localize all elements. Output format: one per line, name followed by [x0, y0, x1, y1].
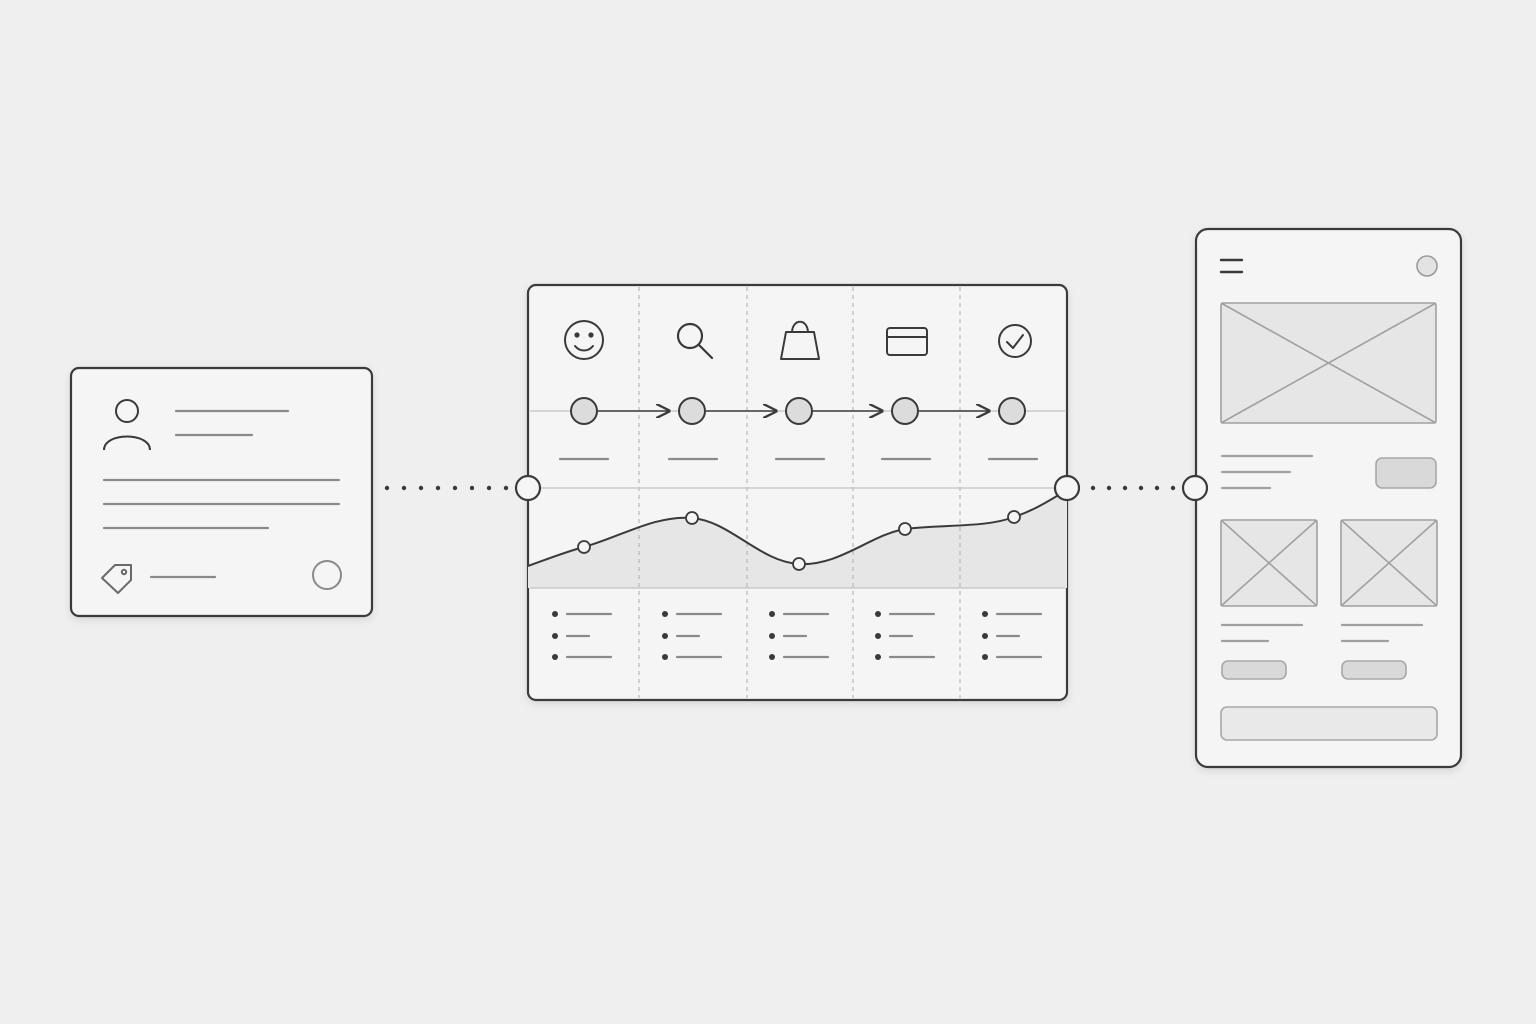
emotion-area: [528, 490, 1067, 588]
connector-left: [384, 485, 509, 491]
connector-handle-mobile[interactable]: [1181, 474, 1209, 502]
user-icon: [103, 399, 151, 451]
connector-right: [1090, 485, 1176, 491]
emotion-points: [577, 510, 1021, 571]
emotion-point: [1007, 510, 1021, 524]
product-text-lines: [1220, 623, 1424, 643]
persona-card: [69, 366, 374, 618]
stage-node: [891, 397, 919, 425]
connector-handle-right[interactable]: [1053, 474, 1081, 502]
mobile-wireframe: [1181, 227, 1463, 769]
emotion-point: [685, 511, 699, 525]
stage-node: [570, 397, 598, 425]
emotion-point: [898, 522, 912, 536]
circle-icon[interactable]: [312, 560, 342, 590]
persona-body-lines: [102, 478, 341, 530]
persona-title-lines: [174, 409, 290, 437]
check-circle-icon: [998, 324, 1032, 358]
shopping-bag-icon: [780, 320, 820, 360]
hero-action-button[interactable]: [1375, 457, 1437, 489]
menu-icon[interactable]: [1219, 258, 1244, 274]
product-button[interactable]: [1341, 660, 1407, 680]
hero-text-lines: [1220, 454, 1314, 490]
stage-node: [998, 397, 1026, 425]
stage-bullets: [552, 611, 1043, 660]
connector-handle-left[interactable]: [514, 474, 542, 502]
stage-node: [678, 397, 706, 425]
smiley-icon: [564, 320, 604, 360]
emotion-point: [577, 540, 591, 554]
tag-icon: [101, 564, 132, 594]
bottom-bar-button[interactable]: [1220, 706, 1438, 741]
search-icon: [676, 322, 714, 360]
stage-nodes: [570, 397, 1026, 425]
product-image-placeholder: [1340, 519, 1438, 607]
credit-card-icon: [886, 327, 928, 356]
stage-node: [785, 397, 813, 425]
hero-image-placeholder: [1220, 302, 1437, 424]
product-button[interactable]: [1221, 660, 1287, 680]
product-image-placeholder: [1220, 519, 1318, 607]
journey-map: [514, 283, 1081, 702]
profile-circle-icon[interactable]: [1416, 255, 1438, 277]
emotion-point: [792, 557, 806, 571]
